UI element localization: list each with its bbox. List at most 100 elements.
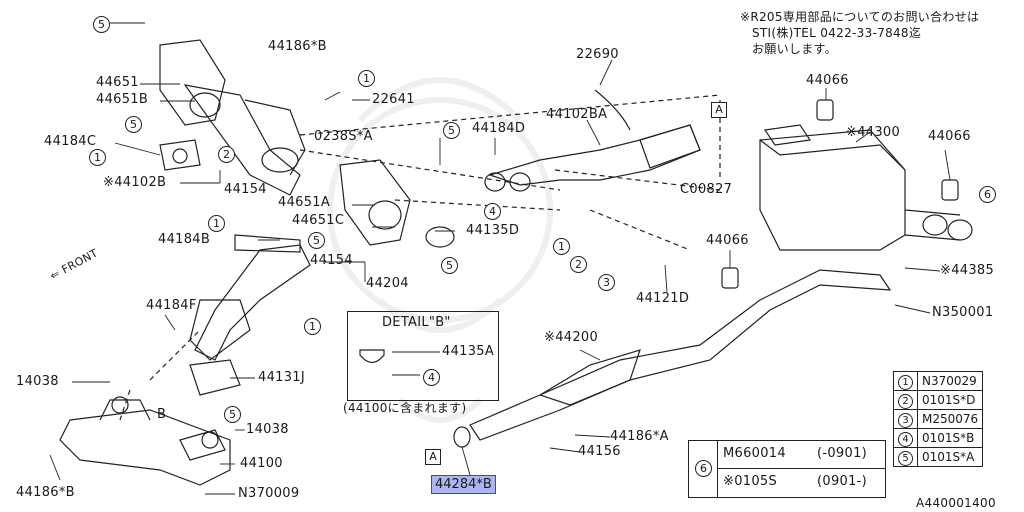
callout-circle-1-e: 1 bbox=[553, 238, 570, 255]
label-44102b[interactable]: ※44102B bbox=[103, 175, 167, 190]
figure-id: A440001400 bbox=[916, 496, 996, 510]
label-44135d[interactable]: 44135D bbox=[466, 223, 520, 238]
note-line-1: ※R205専用部品についてのお問い合わせは bbox=[740, 10, 980, 24]
legend6-row-divider bbox=[717, 468, 885, 469]
legend6-divider bbox=[717, 441, 718, 497]
legend-num-cell: 2 bbox=[893, 390, 918, 410]
legend-num-cell: 1 bbox=[893, 371, 918, 391]
detail-b-box: DETAIL"B" 44135A 4 bbox=[347, 311, 499, 401]
center-pipe bbox=[469, 269, 892, 441]
detail-clamp bbox=[359, 349, 385, 364]
callout-circle-3: 3 bbox=[598, 274, 615, 291]
label-0238sa[interactable]: 0238S*A bbox=[314, 129, 373, 144]
detail-subnote: (44100に含まれます) bbox=[343, 401, 467, 415]
rear-muffler bbox=[759, 124, 973, 251]
label-44154-top[interactable]: 44154 bbox=[224, 182, 267, 197]
down-pipe bbox=[189, 234, 311, 361]
callout-circle-5-e: 5 bbox=[441, 257, 458, 274]
callout-circle-2-a: 2 bbox=[218, 146, 235, 163]
legend-part[interactable]: 0101S*A bbox=[916, 447, 984, 467]
label-22690[interactable]: 22690 bbox=[576, 47, 619, 62]
label-44184c[interactable]: 44184C bbox=[44, 134, 97, 149]
legend6-row1-note: (-0901) bbox=[817, 446, 868, 461]
note-line-3: お願いします。 bbox=[752, 42, 837, 56]
legend-num-cell: 3 bbox=[893, 409, 918, 429]
label-22641[interactable]: 22641 bbox=[372, 92, 415, 107]
callout-circle-1-c: 1 bbox=[208, 215, 225, 232]
label-44131j[interactable]: 44131J bbox=[258, 370, 305, 385]
label-44651a[interactable]: 44651A bbox=[278, 195, 331, 210]
legend6-row2-note: (0901-) bbox=[817, 474, 868, 489]
label-14038-right[interactable]: 14038 bbox=[246, 422, 289, 437]
label-44300[interactable]: ※44300 bbox=[846, 125, 901, 140]
label-44651c[interactable]: 44651C bbox=[292, 213, 345, 228]
callout-circle-5-top: 5 bbox=[93, 16, 110, 33]
gasket-44284b bbox=[453, 426, 471, 448]
label-44186b-bottom[interactable]: 44186*B bbox=[16, 485, 75, 500]
junction-pipe bbox=[339, 159, 455, 248]
callout-a-lower: A bbox=[425, 449, 441, 465]
label-44121d[interactable]: 44121D bbox=[636, 291, 690, 306]
label-44186a[interactable]: 44186*A bbox=[610, 429, 669, 444]
flange-gasket-upper bbox=[159, 139, 201, 171]
label-n350001[interactable]: N350001 bbox=[932, 305, 994, 320]
label-44156[interactable]: 44156 bbox=[578, 444, 621, 459]
label-44385[interactable]: ※44385 bbox=[940, 263, 995, 278]
legend-num: 1 bbox=[898, 375, 913, 390]
legend-part[interactable]: M250076 bbox=[916, 409, 984, 429]
front-pipe bbox=[484, 89, 701, 192]
callout-circle-2-b: 2 bbox=[570, 256, 587, 273]
label-n370009[interactable]: N370009 bbox=[238, 486, 300, 501]
heat-shield bbox=[189, 359, 241, 396]
label-44651[interactable]: 44651 bbox=[96, 75, 139, 90]
label-44100[interactable]: 44100 bbox=[240, 456, 283, 471]
label-44102ba[interactable]: 44102BA bbox=[546, 107, 608, 122]
label-44184f[interactable]: 44184F bbox=[146, 298, 197, 313]
label-44204[interactable]: 44204 bbox=[366, 276, 409, 291]
legend6-row1-part[interactable]: M660014 bbox=[723, 446, 786, 461]
callout-circle-1-d: 1 bbox=[304, 318, 321, 335]
label-14038-left[interactable]: 14038 bbox=[16, 374, 59, 389]
legend6-num: 6 bbox=[695, 460, 712, 477]
label-44066-b[interactable]: 44066 bbox=[928, 129, 971, 144]
exhaust-manifold bbox=[59, 396, 231, 486]
legend-num: 2 bbox=[898, 394, 913, 409]
watermark-emblem bbox=[327, 77, 553, 423]
label-44066-a[interactable]: 44066 bbox=[806, 73, 849, 88]
callout-circle-6: 6 bbox=[979, 186, 996, 203]
legend-part[interactable]: 0101S*D bbox=[916, 390, 984, 410]
label-44184d[interactable]: 44184D bbox=[472, 121, 526, 136]
label-44651b[interactable]: 44651B bbox=[96, 92, 149, 107]
callout-circle-1-a: 1 bbox=[358, 70, 375, 87]
callout-circle-1-b: 1 bbox=[89, 149, 106, 166]
note-line-2: STI(株)TEL 0422-33-7848迄 bbox=[752, 26, 922, 40]
turbo-pipe-upper bbox=[159, 39, 306, 196]
detail-callout-circle-4: 4 bbox=[423, 369, 440, 386]
label-44186b-top[interactable]: 44186*B bbox=[268, 39, 327, 54]
callout-b: B bbox=[157, 407, 167, 422]
legend-num: 4 bbox=[898, 432, 913, 447]
detail-title: DETAIL"B" bbox=[382, 315, 451, 330]
legend-num: 3 bbox=[898, 413, 913, 428]
callout-circle-5-b: 5 bbox=[125, 116, 142, 133]
legend-part[interactable]: N370029 bbox=[916, 371, 984, 391]
detail-part-44135a[interactable]: 44135A bbox=[442, 344, 495, 359]
callout-circle-5-d: 5 bbox=[308, 232, 325, 249]
legend-part[interactable]: 0101S*B bbox=[916, 428, 984, 448]
label-44154-mid[interactable]: 44154 bbox=[310, 253, 353, 268]
label-44184b[interactable]: 44184B bbox=[158, 232, 211, 247]
label-44200[interactable]: ※44200 bbox=[544, 330, 599, 345]
label-44066-c[interactable]: 44066 bbox=[706, 233, 749, 248]
label-c00827[interactable]: C00827 bbox=[680, 182, 733, 197]
legend-num: 5 bbox=[898, 451, 913, 466]
callout-a-upper: A bbox=[711, 102, 727, 118]
callout-circle-4: 4 bbox=[484, 203, 501, 220]
highlighted-part-44284b[interactable]: 44284*B bbox=[431, 475, 496, 494]
legend6-box: 6 M660014 (-0901) ※0105S (0901-) bbox=[688, 440, 886, 498]
legend6-row2-part[interactable]: ※0105S bbox=[723, 474, 778, 489]
